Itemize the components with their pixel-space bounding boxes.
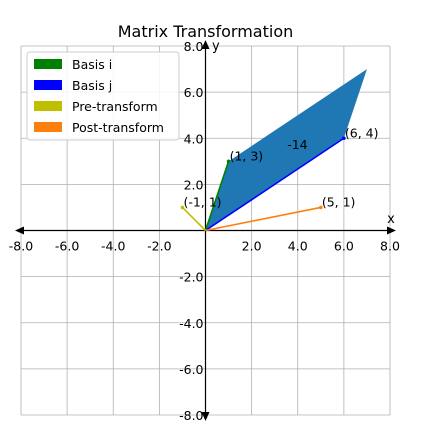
legend-label-post-transform: Post-transform [72, 120, 164, 135]
legend-box [26, 51, 180, 141]
x-axis-arrow-right [387, 226, 396, 235]
legend-label-basis-i: Basis i [72, 57, 112, 72]
x-tick-label: -8.0 [9, 239, 33, 254]
tick-labels: -8.0 -6.0 -4.0 -2.0 2.0 4.0 6.0 8.0 8.0 6.0 4.0 2.0… [9, 39, 400, 423]
y-axis-label: y [212, 39, 220, 54]
legend-swatch-basis-i [34, 59, 62, 69]
annotations: (1, 3) (6, 4) (-1, 1) (5, 1) -14 [183, 125, 378, 209]
parallelogram-layer [205, 69, 367, 231]
vector-basis-j-tip [342, 136, 346, 141]
legend-label-basis-j: Basis j [72, 78, 112, 93]
y-tick-label: -4.0 [179, 316, 203, 331]
vector-pre-transform-tip [180, 205, 185, 210]
legend: Basis i Basis j Pre-transformPost-transfor… [26, 51, 180, 141]
annotation-label: (5, 1) [322, 194, 356, 209]
legend-label-pre-transform: Pre-transform [72, 99, 158, 114]
vector-basis-i [204, 161, 230, 231]
annotation-label: (6, 4) [345, 125, 379, 140]
legend-swatch-basis-j [34, 80, 62, 90]
x-tick-label: 8.0 [380, 239, 400, 254]
vector-pre-transform [181, 206, 207, 232]
vector-basis-i-tip [226, 159, 231, 164]
vector-basis-j [205, 137, 345, 232]
y-tick-label: 8.0 [184, 39, 204, 54]
annotation-label: (-1, 1) [183, 194, 221, 209]
x-tick-label: 2.0 [242, 239, 262, 254]
chart-title: Matrix Transformation [118, 22, 294, 41]
legend-swatch-post-transform [34, 122, 62, 132]
x-tick-label: 6.0 [334, 239, 354, 254]
annotation-label: -14 [287, 137, 307, 152]
x-tick-label: -4.0 [101, 239, 125, 254]
vectors-layer [180, 136, 346, 232]
y-tick-label: 4.0 [184, 131, 204, 146]
legend-swatch-pre-transform [34, 101, 62, 111]
x-tick-label: -6.0 [55, 239, 79, 254]
x-tick-label: -2.0 [147, 239, 171, 254]
y-tick-label: -6.0 [179, 362, 203, 377]
x-axis-label: x [387, 212, 395, 227]
transformed-parallelogram [205, 69, 367, 231]
y-tick-label: -2.0 [179, 270, 203, 285]
vector-post-transform [205, 206, 321, 232]
x-tick-label: 4.0 [288, 239, 308, 254]
y-axis-arrow-down [201, 412, 210, 421]
vector-post-transform-tip [319, 205, 323, 210]
y-tick-label: -8.0 [179, 408, 203, 423]
y-tick-label: 2.0 [184, 177, 204, 192]
x-axis-arrow-left [15, 226, 24, 235]
annotation-label: (1, 3) [230, 148, 264, 163]
y-axis-arrow-up [201, 40, 210, 49]
y-tick-label: 6.0 [184, 85, 204, 100]
